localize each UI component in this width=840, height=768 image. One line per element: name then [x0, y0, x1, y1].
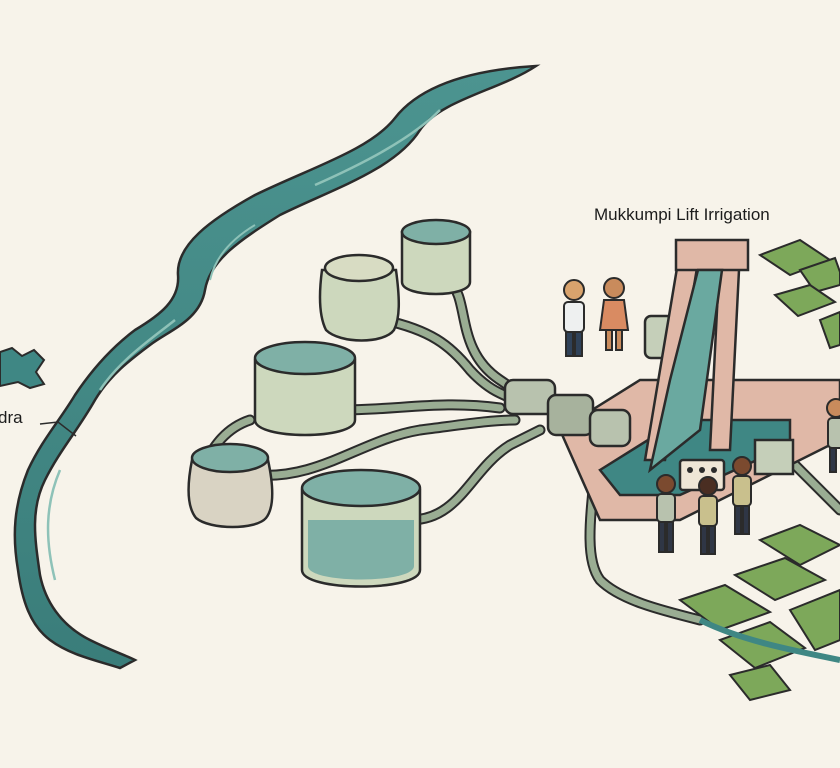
storage-tank-5	[300, 468, 422, 588]
river-highlight-4	[209, 224, 256, 281]
person-worker-1	[656, 474, 676, 553]
river-highlight-1	[314, 109, 441, 187]
pump-housing-3	[588, 408, 632, 448]
river-name-label: dra	[0, 408, 23, 427]
field-canal	[698, 617, 840, 663]
person-edge	[826, 398, 840, 473]
field-plot	[757, 523, 840, 567]
field-plot	[818, 310, 840, 350]
lift-frame-top	[674, 238, 750, 272]
pump-housing-2	[546, 393, 595, 437]
pump-house	[503, 238, 840, 522]
storage-tank-2	[318, 253, 400, 342]
people	[563, 277, 840, 555]
person-woman	[598, 277, 630, 351]
project-title-label: Mukkumpi Lift Irrigation	[594, 205, 770, 224]
river-highlight-3	[46, 469, 62, 581]
storage-tank-3	[253, 340, 357, 437]
field-plot	[788, 588, 840, 652]
storage-tank-1	[400, 218, 472, 296]
lift-waterfall	[648, 268, 724, 474]
river-highlight-2	[98, 319, 176, 391]
outlet-box	[753, 438, 795, 476]
person-engineer	[563, 279, 585, 357]
river-fragment-left	[0, 346, 46, 390]
river	[13, 64, 541, 670]
field-plot	[732, 556, 828, 602]
river-label-leader	[39, 421, 77, 437]
person-worker-3	[732, 456, 752, 535]
storage-tank-4	[187, 442, 274, 529]
person-worker-2	[698, 476, 718, 555]
field-plot	[728, 663, 792, 702]
field-plot	[773, 283, 838, 318]
